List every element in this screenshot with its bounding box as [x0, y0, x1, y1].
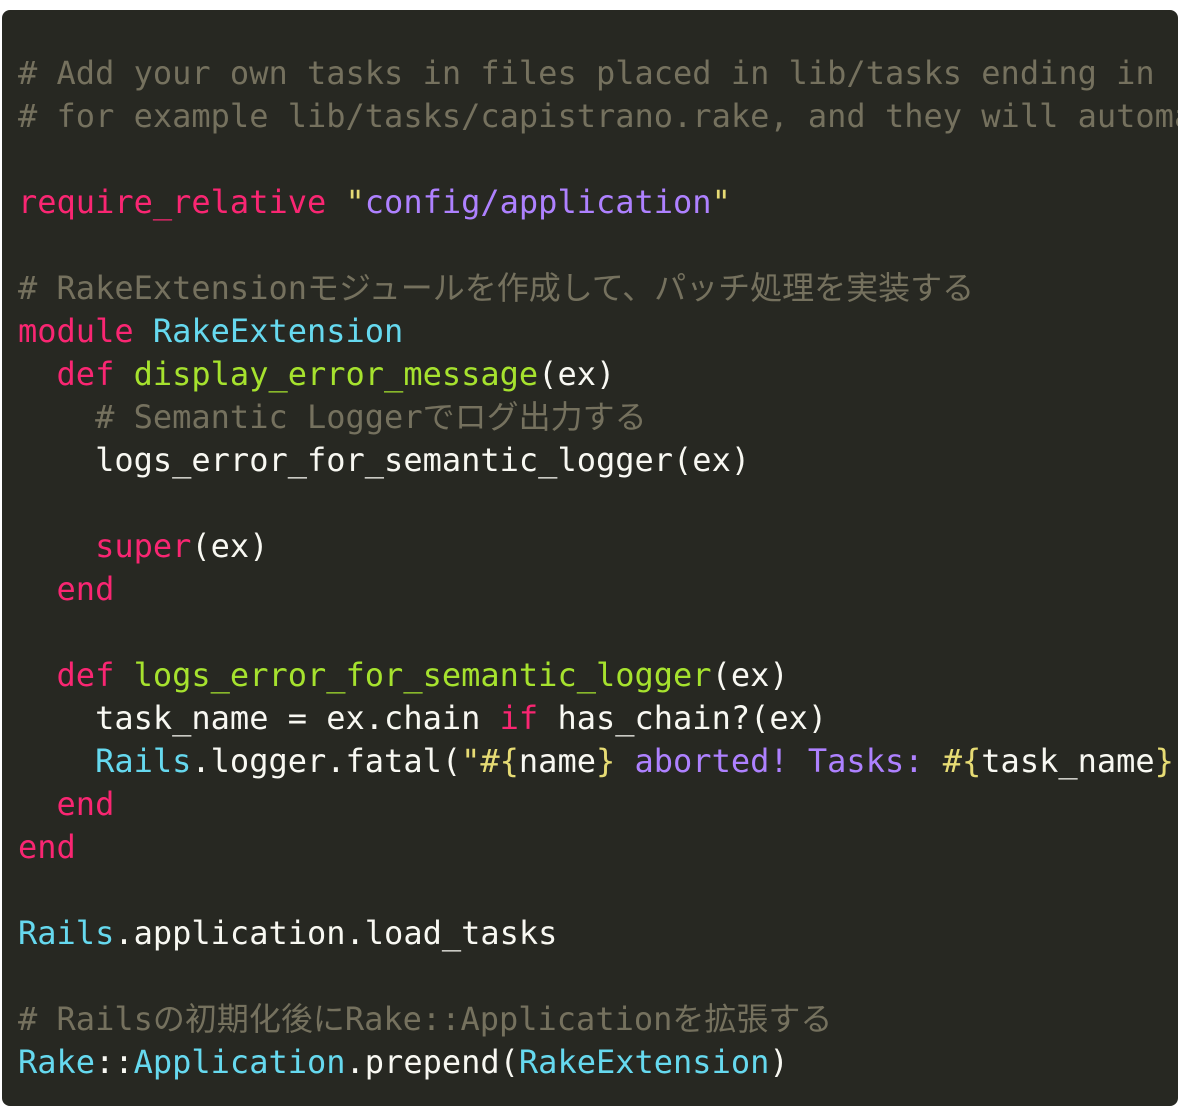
code-token-const: Rake — [18, 1043, 96, 1081]
code-token-text — [134, 312, 153, 350]
code-line: module RakeExtension — [18, 310, 1178, 353]
code-line: require_relative "config/application" — [18, 181, 1178, 224]
code-token-const: Rails — [18, 914, 115, 952]
code-token-text — [114, 656, 133, 694]
code-token-interp: "#{ — [461, 742, 519, 780]
code-token-string: aborted! Tasks: — [615, 742, 943, 780]
code-token-text — [114, 355, 133, 393]
code-line: task_name = ex.chain if has_chain?(ex) — [18, 697, 1178, 740]
code-token-text: .application.load_tasks — [114, 914, 558, 952]
code-token-const: Application — [133, 1043, 346, 1081]
code-token-text: (ex) — [191, 527, 269, 565]
code-line: end — [18, 568, 1178, 611]
code-token-string: config/application — [364, 183, 712, 221]
code-token-text: :: — [95, 1043, 134, 1081]
code-token-text: logs_error_for_semantic_logger(ex) — [18, 441, 751, 479]
code-line — [18, 224, 1178, 267]
code-token-quote: " — [711, 183, 731, 221]
code-line: logs_error_for_semantic_logger(ex) — [18, 439, 1178, 482]
code-token-comment: # for example lib/tasks/capistrano.rake,… — [18, 97, 1178, 135]
code-token-text — [18, 570, 57, 608]
code-token-keyword: def — [56, 656, 115, 694]
code-token-text — [18, 355, 57, 393]
code-token-text: .prepend( — [345, 1043, 519, 1081]
code-line: def display_error_message(ex) — [18, 353, 1178, 396]
code-token-func: display_error_message — [133, 355, 539, 393]
code-line: end — [18, 826, 1178, 869]
code-token-text: task_name — [981, 742, 1155, 780]
code-line — [18, 138, 1178, 181]
code-token-quote: " — [345, 183, 365, 221]
code-token-comment: # Railsの初期化後にRake::Applicationを拡張する — [18, 1000, 833, 1038]
code-token-func: logs_error_for_semantic_logger — [133, 656, 712, 694]
code-line: def logs_error_for_semantic_logger(ex) — [18, 654, 1178, 697]
code-token-text: has_chain?(ex) — [538, 699, 828, 737]
code-line: # Semantic Loggerでログ出力する — [18, 396, 1178, 439]
code-token-comment: # Add your own tasks in files placed in … — [18, 54, 1178, 92]
code-content: # Add your own tasks in files placed in … — [18, 52, 1178, 1084]
code-token-comment: # Semantic Loggerでログ出力する — [18, 398, 647, 436]
code-token-keyword: if — [499, 699, 539, 737]
code-token-text: (ex) — [711, 656, 789, 694]
code-token-text: task_name = ex.chain — [18, 699, 500, 737]
code-line — [18, 611, 1178, 654]
code-token-interp: }" — [1154, 742, 1178, 780]
code-line: Rake::Application.prepend(RakeExtension) — [18, 1041, 1178, 1084]
code-token-text: .logger.fatal( — [191, 742, 462, 780]
code-token-const: RakeExtension — [152, 312, 404, 350]
code-token-text — [18, 527, 95, 565]
code-token-keyword: end — [56, 570, 115, 608]
code-line: # RakeExtensionモジュールを作成して、パッチ処理を実装する — [18, 267, 1178, 310]
code-token-keyword: module — [18, 312, 134, 350]
code-token-interp: } — [595, 742, 616, 780]
code-block: # Add your own tasks in files placed in … — [2, 10, 1178, 1106]
code-line: Rails.application.load_tasks — [18, 912, 1178, 955]
code-line: end — [18, 783, 1178, 826]
code-line — [18, 955, 1178, 998]
code-token-keyword: end — [18, 828, 76, 866]
code-token-keyword: end — [56, 785, 115, 823]
code-token-interp: #{ — [942, 742, 982, 780]
code-token-text: (ex) — [538, 355, 616, 393]
code-line: # for example lib/tasks/capistrano.rake,… — [18, 95, 1178, 138]
code-line: super(ex) — [18, 525, 1178, 568]
code-token-keyword: require_relative — [18, 183, 327, 221]
code-token-const: Rails — [95, 742, 192, 780]
code-line: # Railsの初期化後にRake::Applicationを拡張する — [18, 998, 1178, 1041]
code-token-text: ) — [769, 1043, 789, 1081]
code-token-text — [18, 742, 95, 780]
code-token-keyword: def — [56, 355, 115, 393]
code-token-text: name — [518, 742, 596, 780]
code-token-text — [18, 656, 57, 694]
code-token-comment: # RakeExtensionモジュールを作成して、パッチ処理を実装する — [18, 269, 975, 307]
code-line — [18, 869, 1178, 912]
code-line — [18, 482, 1178, 525]
code-token-const: RakeExtension — [518, 1043, 770, 1081]
code-token-text — [18, 785, 57, 823]
code-token-keyword: super — [95, 527, 192, 565]
code-line: # Add your own tasks in files placed in … — [18, 52, 1178, 95]
code-line: Rails.logger.fatal("#{name} aborted! Tas… — [18, 740, 1178, 783]
code-token-text — [326, 183, 345, 221]
